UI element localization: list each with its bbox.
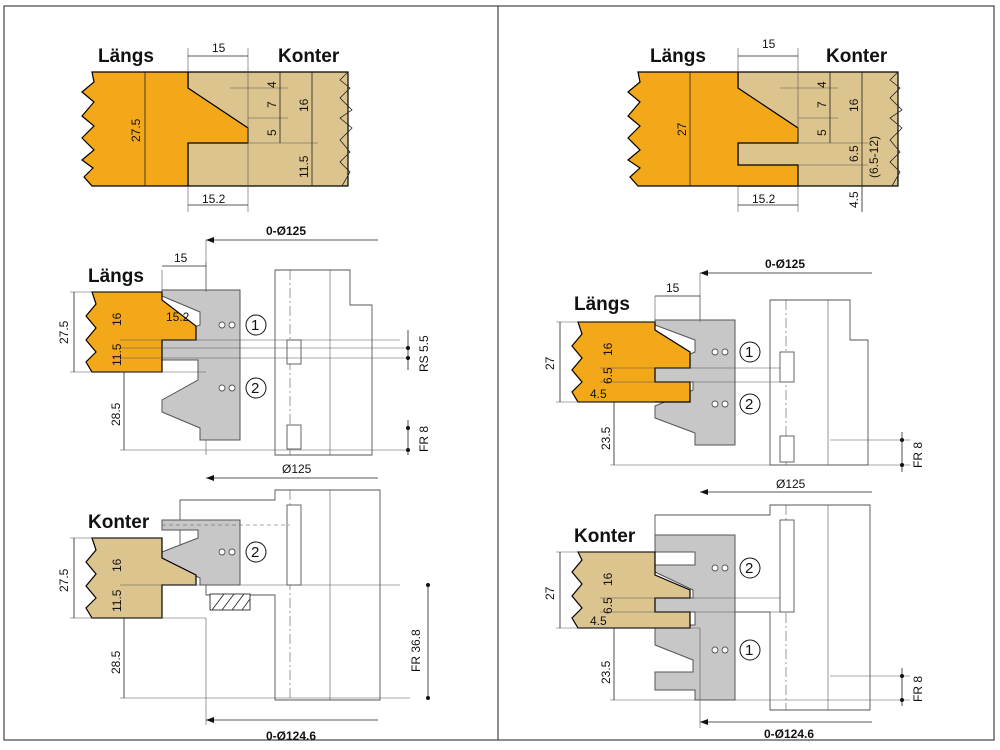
label-langs: Längs [574, 294, 630, 315]
dim-fr: FR 36.8 [409, 629, 423, 672]
left-bot-setup: Ø125 2 Konter 27.5 16 11.5 28.5 FR 36.8 … [57, 462, 430, 743]
label-langs: Längs [650, 46, 706, 67]
left-mid-setup: 0-Ø125 1 2 Längs 15 15.2 27.5 16 [57, 224, 431, 456]
label-langs: Längs [98, 46, 154, 67]
label-konter: Konter [278, 46, 340, 67]
cutter-2-number: 2 [251, 380, 259, 397]
dim-dia-bottom: 0-Ø124.6 [764, 727, 814, 741]
dim-5: 5 [815, 129, 829, 136]
dim-11-5: 11.5 [110, 343, 124, 366]
cutter-1-number: 1 [745, 344, 753, 361]
dim-fr: FR 8 [417, 426, 431, 452]
dim-16: 16 [601, 572, 615, 586]
right-top-profile: Längs Konter 15 27 4 7 16 5 6.5 (6.5-12)… [626, 37, 903, 212]
label-langs: Längs [88, 266, 144, 287]
dim-rs: RS 5.5 [417, 335, 431, 372]
dim-11-5: 11.5 [110, 589, 124, 612]
dim-4-5: 4.5 [590, 614, 607, 628]
dim-dia: Ø125 [282, 462, 312, 476]
dim-15: 15 [762, 37, 776, 51]
dim-4-5: 4.5 [590, 387, 607, 401]
dim-5: 5 [265, 129, 279, 136]
dim-dia-bottom: 0-Ø124.6 [266, 729, 316, 743]
dim-7: 7 [815, 101, 829, 108]
dim-dia: Ø125 [776, 477, 806, 491]
dim-16: 16 [297, 98, 311, 112]
sheet-frame [3, 5, 995, 741]
dim-4: 4 [265, 81, 279, 88]
dim-23-5: 23.5 [599, 426, 613, 450]
dim-4-5: 4.5 [847, 191, 861, 208]
cutter-2-number: 2 [251, 544, 259, 561]
label-konter: Konter [88, 512, 150, 533]
cutter-1-number: 1 [745, 642, 753, 659]
dim-7: 7 [265, 101, 279, 108]
label-konter: Konter [574, 526, 636, 547]
dim-dia: 0-Ø125 [266, 224, 306, 238]
dim-15-2: 15.2 [202, 192, 226, 206]
dim-16: 16 [110, 558, 124, 572]
dim-27: 27 [543, 586, 557, 600]
dim-16: 16 [601, 342, 615, 356]
label-konter: Konter [826, 46, 888, 67]
dim-fr: FR 8 [911, 442, 925, 468]
dim-27-5: 27.5 [57, 320, 71, 344]
dim-15-2: 15.2 [166, 310, 190, 324]
dim-27-5: 27.5 [57, 568, 71, 592]
dim-27-5: 27.5 [129, 118, 143, 142]
dim-16: 16 [847, 98, 861, 112]
right-bot-setup: Ø125 2 1 Konter 27 16 6.5 4.5 23.5 FR 8 … [543, 477, 925, 741]
left-top-profile: Längs Konter 15 27.5 4 7 16 5 11.5 15.2 [81, 41, 353, 212]
dim-fr: FR 8 [911, 676, 925, 702]
dim-4: 4 [815, 81, 829, 88]
cutter-2-number: 2 [745, 560, 753, 577]
dim-27: 27 [543, 356, 557, 370]
dim-15: 15 [666, 281, 680, 295]
dim-15: 15 [212, 41, 226, 55]
dim-dia: 0-Ø125 [765, 257, 805, 271]
dim-11-5: 11.5 [297, 155, 311, 178]
dim-6-5: 6.5 [601, 367, 615, 384]
cutter-1-number: 1 [251, 317, 259, 334]
dim-6-5: 6.5 [601, 597, 615, 614]
dim-16: 16 [110, 312, 124, 326]
dim-15-2: 15.2 [752, 192, 776, 206]
dim-6-5: 6.5 [847, 145, 861, 162]
cutter-2-number: 2 [745, 396, 753, 413]
dim-28-5: 28.5 [109, 650, 123, 674]
dim-6-5-range: (6.5-12) [867, 136, 881, 178]
right-mid-setup: 0-Ø125 1 2 Längs 15 27 16 6.5 4.5 23.5 F [543, 257, 925, 472]
dim-23-5: 23.5 [599, 660, 613, 684]
dim-28-5: 28.5 [109, 402, 123, 426]
dim-27: 27 [675, 122, 689, 136]
dim-15: 15 [174, 251, 188, 265]
